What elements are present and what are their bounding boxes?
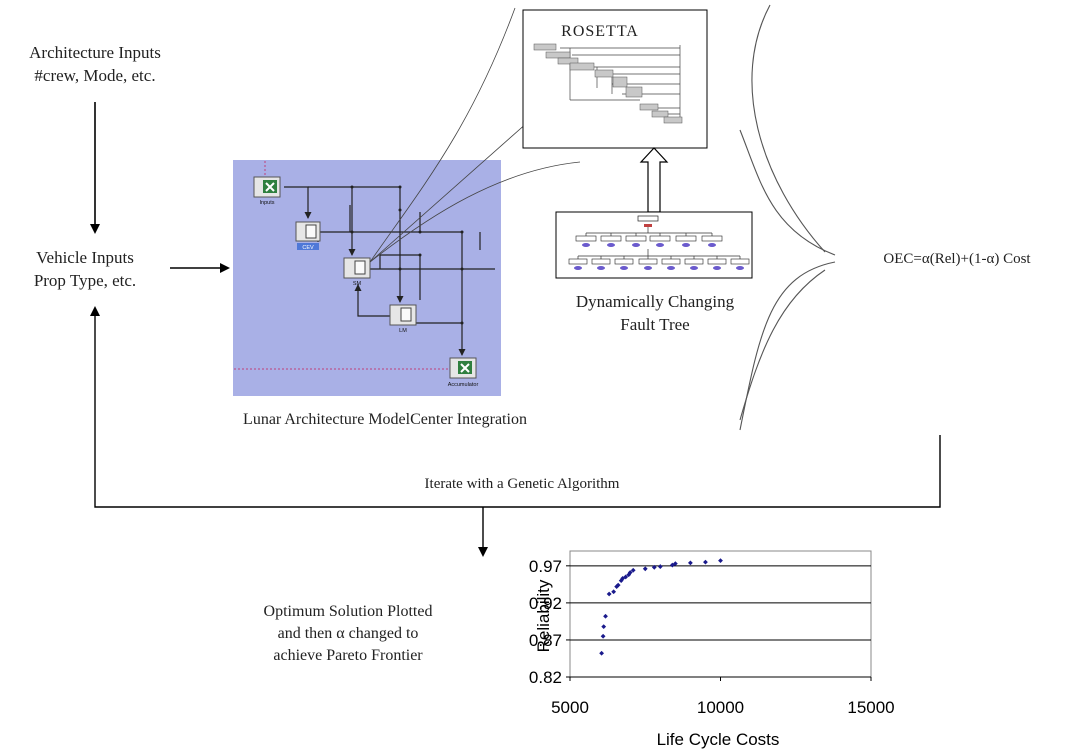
fault-tree-event: [625, 235, 647, 242]
node-lm: [389, 304, 417, 326]
optimum-line1: Optimum Solution Plotted: [263, 603, 433, 620]
node-label-accumulator: Accumulator: [448, 382, 479, 388]
fault-tree-gate: [632, 243, 640, 247]
chart-data-point: [603, 613, 608, 619]
rosetta-title: ROSETTA: [561, 23, 639, 40]
fault-tree-basic-gate: [667, 266, 675, 270]
fault-tree-basic-gate: [713, 266, 721, 270]
modelcenter-caption: Lunar Architecture ModelCenter Integrati…: [243, 411, 527, 428]
chart-data-point: [606, 591, 612, 597]
chart-y-tick-label: 0.92: [529, 594, 562, 613]
modelcenter-bracket: [739, 4, 826, 421]
chart-y-tick-label: 0.87: [529, 631, 562, 650]
node-label-cev: CEV: [302, 245, 314, 251]
iterate-label: Iterate with a Genetic Algorithm: [425, 476, 620, 492]
rosetta-box: [522, 9, 708, 149]
chart-x-axis-label: Life Cycle Costs: [657, 730, 780, 749]
architecture-inputs-line1: Architecture Inputs: [29, 43, 161, 62]
optimum-label: Optimum Solution Plotted and then α chan…: [228, 601, 468, 667]
vehicle-inputs-line2: Prop Type, etc.: [33, 271, 137, 290]
fault-tree-basic-event: [707, 258, 727, 265]
chart-data-point: [688, 560, 693, 566]
optimum-line2: and then α changed to: [277, 625, 419, 642]
chart-data-point: [630, 567, 636, 573]
chart-data-point: [627, 570, 633, 575]
chart-data-point: [611, 589, 617, 595]
fault-tree-basic-gate: [574, 266, 582, 270]
node-accumulator: [449, 357, 477, 379]
fault-tree-basic-event: [684, 258, 704, 265]
vehicle-inputs-line1: Vehicle Inputs: [36, 248, 134, 267]
fault-tree-basic-event: [638, 258, 658, 265]
chart-y-tick-label: 0.82: [529, 668, 562, 687]
fault-tree-gate: [656, 243, 664, 247]
chart-y-axis-label: Reliability: [534, 579, 553, 652]
chart-data-point: [599, 650, 605, 656]
fault-tree-basic-gate: [620, 266, 628, 270]
fault-tree-basic-gate: [736, 266, 744, 270]
fault-tree-gate: [682, 243, 690, 247]
fault-tree-label: Dynamically Changing Fault Tree: [548, 290, 762, 336]
fault-tree-top-gate: [644, 224, 652, 227]
chart-data-point: [600, 633, 606, 639]
fault-tree-box: [555, 211, 753, 279]
fault-tree-event: [575, 235, 597, 242]
chart-data-point: [615, 582, 621, 588]
chart-plot-area: [569, 550, 872, 678]
node-cev: [295, 221, 321, 250]
architecture-inputs-label: Architecture Inputs #crew, Mode, etc.: [0, 41, 190, 87]
fault-tree-basic-event: [591, 258, 611, 265]
fault-tree-basic-gate: [690, 266, 698, 270]
node-label-lm: LM: [399, 328, 407, 334]
modelcenter-panel: Inputs CEV SM LM Accumulator: [233, 160, 501, 396]
chart-x-tick-label: 5000: [551, 698, 589, 717]
fault-tree-basic-gate: [644, 266, 652, 270]
chart-data-point: [651, 564, 657, 570]
fault-tree-basic-event: [614, 258, 634, 265]
fault-tree-gate: [582, 243, 590, 247]
architecture-inputs-line2: #crew, Mode, etc.: [34, 66, 156, 85]
chart-data-point: [657, 564, 663, 569]
fault-tree-line2: Fault Tree: [620, 315, 690, 334]
fault-tree-event: [649, 235, 671, 242]
chart-data-point: [601, 624, 607, 629]
fault-tree-to-rosetta-arrow: [639, 147, 669, 213]
chart-data-point: [642, 566, 648, 572]
fault-tree-line1: Dynamically Changing: [575, 292, 735, 311]
fault-tree-event: [675, 235, 697, 242]
chart-data-point: [718, 558, 723, 564]
node-label-inputs: Inputs: [260, 200, 275, 206]
chart-data-point: [623, 574, 629, 580]
fault-tree-gate: [607, 243, 615, 247]
chart-data-point: [672, 561, 678, 566]
ga-loop-line: [90, 306, 941, 508]
vehicle-inputs-label: Vehicle Inputs Prop Type, etc.: [0, 246, 170, 292]
pareto-chart: 0.82 0.87 0.92 0.97 5000 10000 15000 Life Cyc…: [529, 550, 895, 749]
chart-x-tick-label: 15000: [847, 698, 894, 717]
sm-link-lines: [369, 7, 581, 263]
fault-tree-basic-event: [730, 258, 750, 265]
chart-data-point: [703, 559, 708, 565]
node-sm: [343, 257, 371, 279]
fault-tree-gate: [708, 243, 716, 247]
fault-tree-basic-event: [661, 258, 681, 265]
fault-tree-top-event: [637, 215, 659, 222]
fault-tree-basic-event: [568, 258, 588, 265]
fault-tree-basic-gate: [597, 266, 605, 270]
chart-x-tick-label: 10000: [697, 698, 744, 717]
oec-formula: OEC=α(Rel)+(1-α) Cost: [883, 251, 1031, 267]
optimum-line3: achieve Pareto Frontier: [273, 647, 423, 664]
fault-tree-event: [701, 235, 723, 242]
node-inputs: [253, 176, 281, 198]
fault-tree-event: [600, 235, 622, 242]
oec-bracket: [739, 129, 836, 431]
chart-y-tick-label: 0.97: [529, 557, 562, 576]
node-label-sm: SM: [353, 281, 362, 287]
